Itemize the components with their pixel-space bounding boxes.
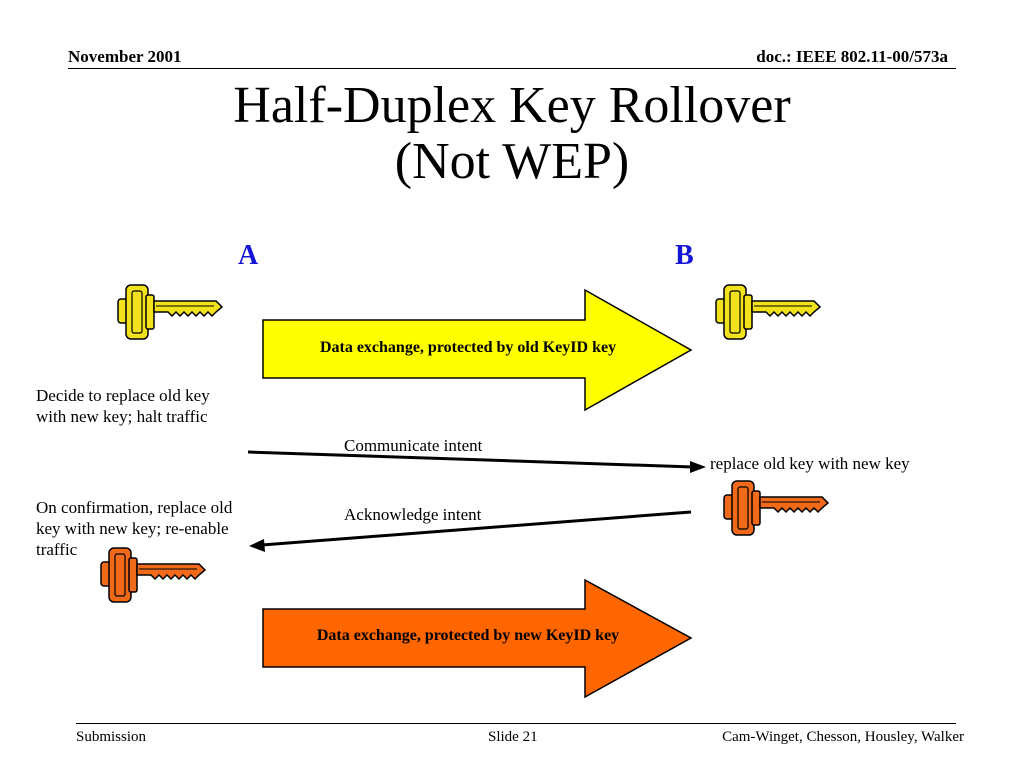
footer-authors: Cam-Winget, Chesson, Housley, Walker	[722, 729, 964, 745]
a-confirm-note-line3: traffic	[36, 540, 78, 559]
a-confirm-note: On confirmation, replace old key with ne…	[36, 497, 232, 560]
header-date: November 2001	[68, 47, 182, 66]
footer-submission: Submission	[76, 729, 147, 745]
a-decide-note-line1: Decide to replace old key	[36, 386, 210, 405]
party-b-label: B	[675, 240, 694, 271]
a-decide-note: Decide to replace old key with new key; …	[36, 385, 210, 427]
a-decide-note-line2: with new key; halt traffic	[36, 407, 208, 426]
new-exchange-arrow	[262, 578, 693, 699]
slide-title-line2: (Not WEP)	[394, 133, 630, 190]
header-doc-id: doc.: IEEE 802.11-00/573a	[756, 47, 948, 66]
intent-label: Communicate intent	[344, 436, 483, 455]
ack-arrow	[261, 510, 692, 547]
old-exchange-label: Data exchange, protected by old KeyID ke…	[319, 339, 617, 356]
old-key-icon-a	[117, 284, 223, 340]
intent-arrow	[247, 450, 694, 469]
footer-slide-number: Slide 21	[488, 729, 538, 745]
header-divider	[68, 68, 956, 69]
new-exchange-label: Data exchange, protected by new KeyID ke…	[316, 627, 620, 644]
b-replace-note: replace old key with new key	[710, 454, 910, 473]
slide-title: Half-Duplex Key Rollover (Not WEP)	[0, 78, 1024, 190]
old-key-icon-b	[715, 284, 821, 340]
slide-title-line1: Half-Duplex Key Rollover	[233, 77, 791, 134]
new-key-icon-b	[723, 480, 829, 536]
intent-arrowhead	[690, 461, 706, 473]
party-a-label: A	[238, 240, 259, 271]
ack-arrowhead	[249, 539, 265, 552]
a-confirm-note-line2: key with new key; re-enable	[36, 519, 229, 538]
old-exchange-arrow	[262, 288, 693, 412]
footer-divider	[76, 723, 956, 724]
ack-label: Acknowledge intent	[344, 505, 482, 524]
a-confirm-note-line1: On confirmation, replace old	[36, 498, 233, 517]
